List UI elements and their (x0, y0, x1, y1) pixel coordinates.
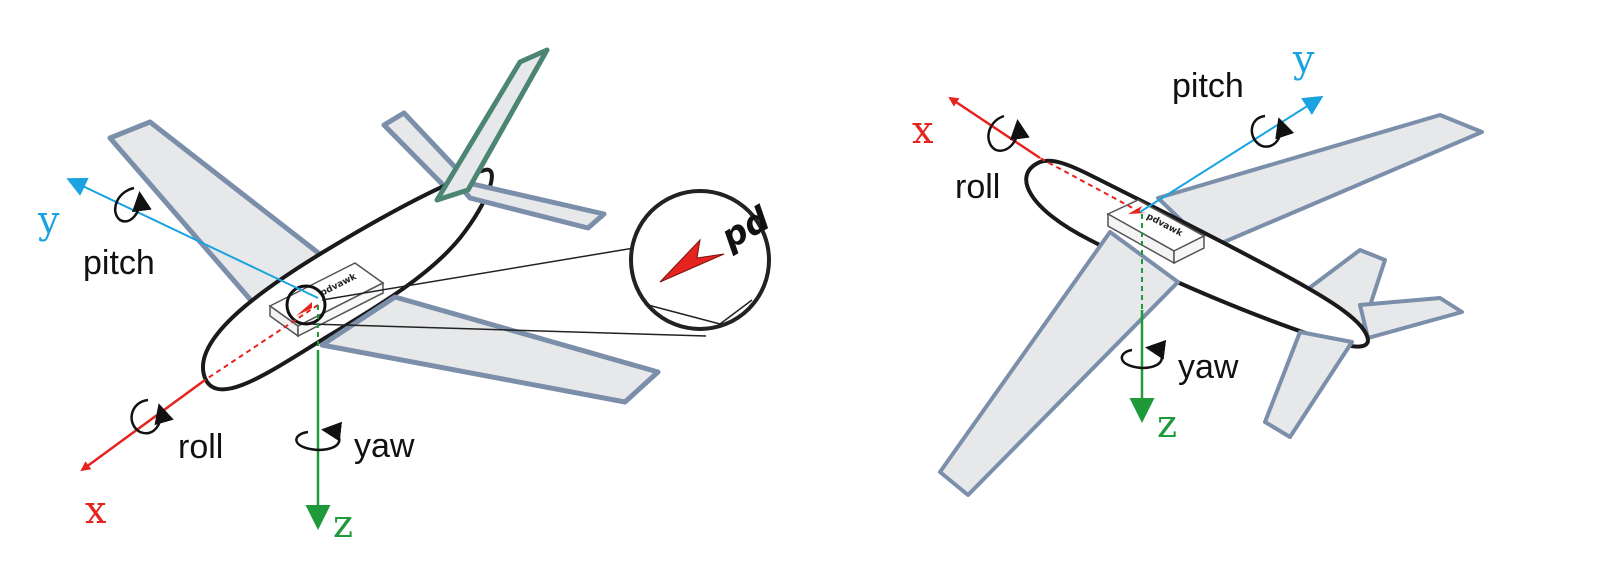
left-vertical-tail-fin (434, 47, 550, 203)
right-tail-stabilizer-side (1358, 296, 1464, 340)
right-x-axis (948, 96, 1041, 160)
right-sensor-device: pdvawk (1106, 199, 1206, 265)
right-z-label: z (1157, 402, 1177, 446)
left-y-axis (66, 177, 319, 299)
left-x-axis-dashed (204, 304, 319, 381)
left-x-axis (80, 378, 206, 472)
left-sensor-device: pdvawk (268, 262, 385, 338)
left-y-label: y (37, 198, 60, 242)
right-x-axis-dashed (1039, 157, 1141, 213)
left-right-wing (319, 294, 661, 405)
right-fuselage (1024, 158, 1371, 349)
left-yaw-rotation-icon (295, 421, 343, 452)
right-y-axis (1139, 95, 1324, 213)
right-y-label: y (1292, 37, 1315, 81)
left-pitch-rotation-icon (114, 186, 152, 223)
right-top-wing (1156, 113, 1484, 250)
left-zoom-circle: pd (629, 189, 777, 331)
right-roll-rotation-icon (987, 114, 1030, 152)
right-x-label: x (912, 108, 933, 152)
right-yaw-rotation-icon (1120, 339, 1167, 370)
right-airplane: pdvawk x y z pitch roll yaw (912, 37, 1484, 497)
right-yaw-label: yaw (1178, 348, 1239, 386)
right-tail-fin-bottom (1263, 330, 1354, 439)
left-roll-rotation-icon (130, 398, 174, 435)
left-x-label: x (85, 488, 106, 532)
left-yaw-label: yaw (354, 427, 415, 465)
left-airplane: pdvawk pd x y z pitch roll yaw (37, 47, 777, 546)
left-pitch-label: pitch (83, 244, 155, 282)
left-roll-label: roll (178, 428, 223, 466)
right-roll-label: roll (955, 168, 1000, 206)
left-z-label: z (333, 502, 353, 546)
device-marker-icon (296, 302, 318, 316)
right-bottom-wing (938, 230, 1180, 497)
zoomed-marker-icon (659, 238, 725, 283)
left-magnifier-small (285, 284, 327, 326)
right-pitch-rotation-icon (1250, 114, 1295, 148)
right-pitch-label: pitch (1172, 67, 1244, 105)
